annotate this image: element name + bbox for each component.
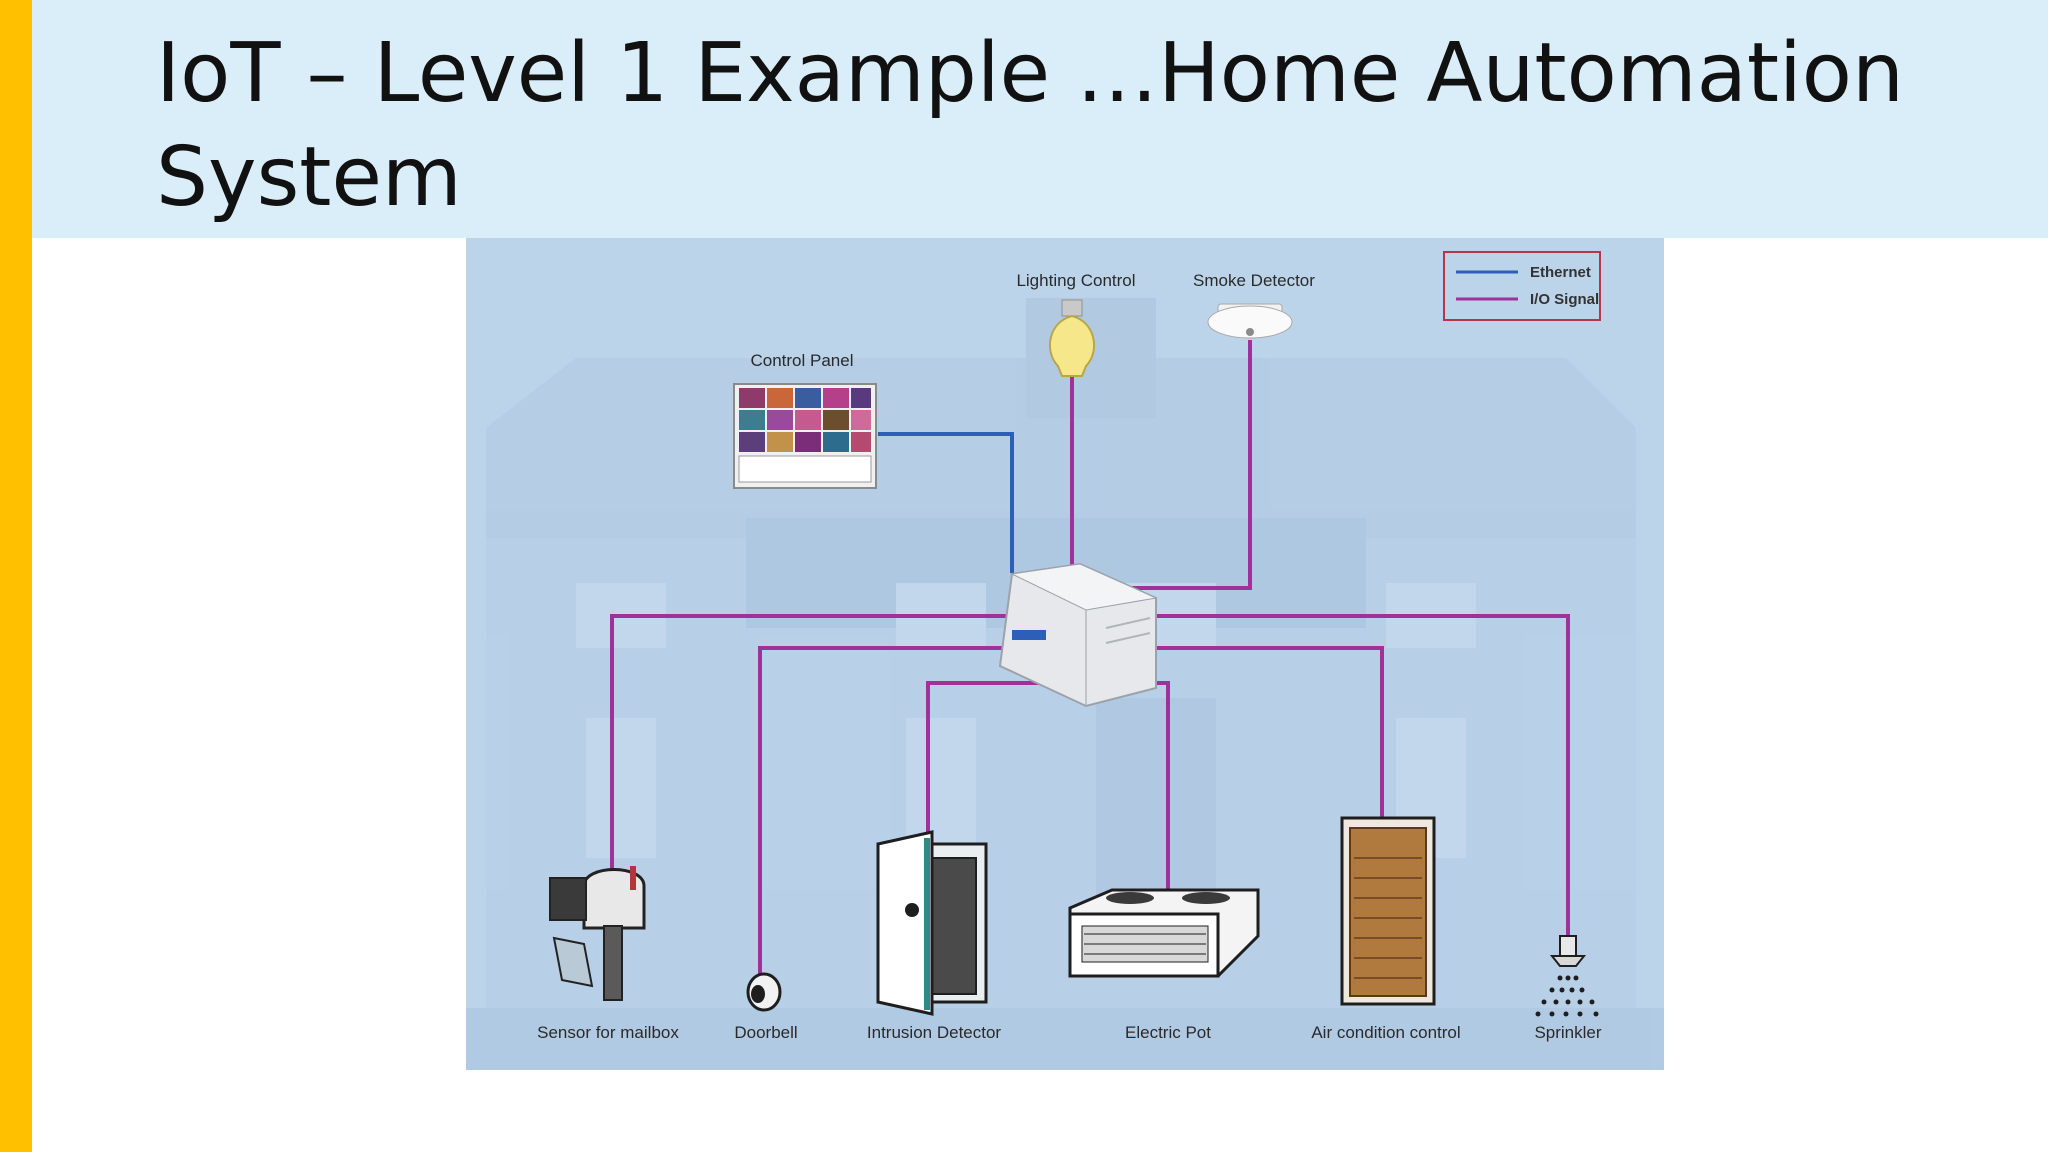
smoke-detector-icon (1207, 303, 1293, 339)
smoke-detector-label: Smoke Detector (1193, 271, 1315, 290)
light-bulb-icon (1049, 299, 1095, 377)
mailbox-icon (549, 866, 646, 1001)
air-condition-cabinet-icon (1340, 816, 1436, 1006)
title-band (32, 0, 2048, 238)
control-panel-label: Control Panel (750, 351, 853, 370)
sprinkler-label: Sprinkler (1534, 1023, 1601, 1042)
door-icon (876, 830, 988, 1016)
control-panel-icon (733, 383, 877, 489)
slide-title-line2: System (156, 130, 462, 225)
accent-bar (0, 0, 32, 1152)
electric-pot-label: Electric Pot (1125, 1023, 1211, 1042)
doorbell-icon (746, 972, 782, 1012)
doorbell-label: Doorbell (734, 1023, 797, 1042)
sensor-for-mailbox-label: Sensor for mailbox (537, 1023, 679, 1042)
controller-device-icon (998, 562, 1158, 708)
air-condition-control-label: Air condition control (1311, 1023, 1460, 1042)
legend-ethernet-label: Ethernet (1530, 264, 1591, 281)
ethernet-line (878, 432, 1014, 573)
electric-pot-icon (1068, 888, 1260, 978)
slide-title-line1: IoT – Level 1 Example …Home Automation (156, 26, 1904, 121)
legend-io-signal-label: I/O Signal (1530, 291, 1599, 308)
sprinkler-icon (1535, 935, 1599, 1017)
lighting-control-label: Lighting Control (1016, 271, 1135, 290)
home-automation-diagram: Ethernet I/O Signal (466, 238, 1664, 1070)
legend: Ethernet I/O Signal (1443, 251, 1601, 321)
intrusion-detector-label: Intrusion Detector (867, 1023, 1002, 1042)
io-signal-lines (610, 340, 1570, 1008)
